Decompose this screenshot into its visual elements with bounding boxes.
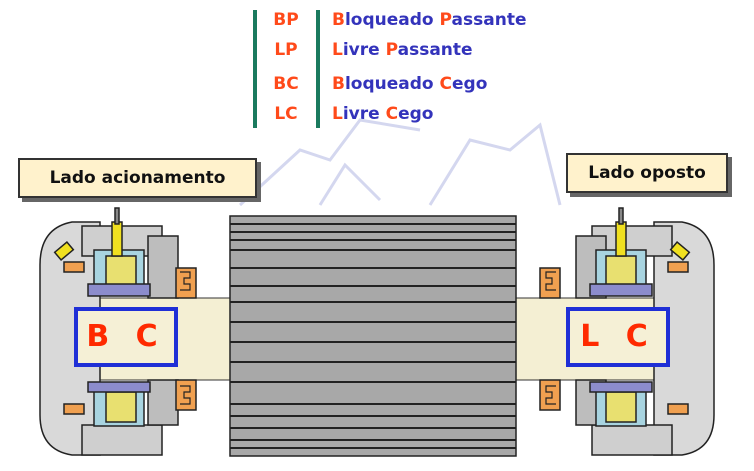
legend-term: Livre Cego xyxy=(332,104,433,124)
term-rest: ivre xyxy=(342,104,380,124)
term-initial: P xyxy=(439,10,452,30)
legend-row: LP Livre Passante xyxy=(250,40,570,66)
left-bearing-code: B C xyxy=(74,307,178,367)
legend-row: LC Livre Cego xyxy=(250,104,570,130)
term-initial: C xyxy=(385,104,399,124)
term-rest: assante xyxy=(397,40,473,60)
legend-abbreviation: LC xyxy=(274,104,298,124)
term-initial: P xyxy=(385,40,398,60)
left-bearing-housing xyxy=(39,207,197,456)
legend-abbreviation: LP xyxy=(274,40,298,60)
rotor xyxy=(229,215,517,457)
legend-term: Bloqueado Cego xyxy=(332,74,487,94)
term-initial: L xyxy=(332,40,343,60)
right-bearing-housing xyxy=(539,207,715,456)
term-initial: B xyxy=(332,10,345,30)
legend-row: BP Bloqueado Passante xyxy=(250,10,570,36)
legend-abbreviation: BP xyxy=(273,10,299,30)
term-initial: L xyxy=(332,104,343,124)
term-rest: ego xyxy=(452,74,488,94)
right-bearing-code: L C xyxy=(566,307,670,367)
legend: BP Bloqueado Passante LP Livre Passante … xyxy=(250,6,570,131)
legend-term: Livre Passante xyxy=(332,40,473,60)
term-initial: B xyxy=(332,74,345,94)
term-rest: loqueado xyxy=(344,74,434,94)
drive-side-label: Lado acionamento xyxy=(18,158,257,198)
legend-abbreviation: BC xyxy=(273,74,299,94)
term-initial: C xyxy=(439,74,453,94)
term-rest: ego xyxy=(398,104,434,124)
watermark xyxy=(238,118,562,207)
opposite-side-label: Lado oposto xyxy=(566,153,728,193)
term-rest: ivre xyxy=(342,40,380,60)
term-rest: assante xyxy=(451,10,527,30)
legend-divider-left xyxy=(253,10,257,128)
legend-term: Bloqueado Passante xyxy=(332,10,527,30)
legend-row: BC Bloqueado Cego xyxy=(250,74,570,100)
term-rest: loqueado xyxy=(344,10,434,30)
legend-divider-right xyxy=(316,10,320,128)
